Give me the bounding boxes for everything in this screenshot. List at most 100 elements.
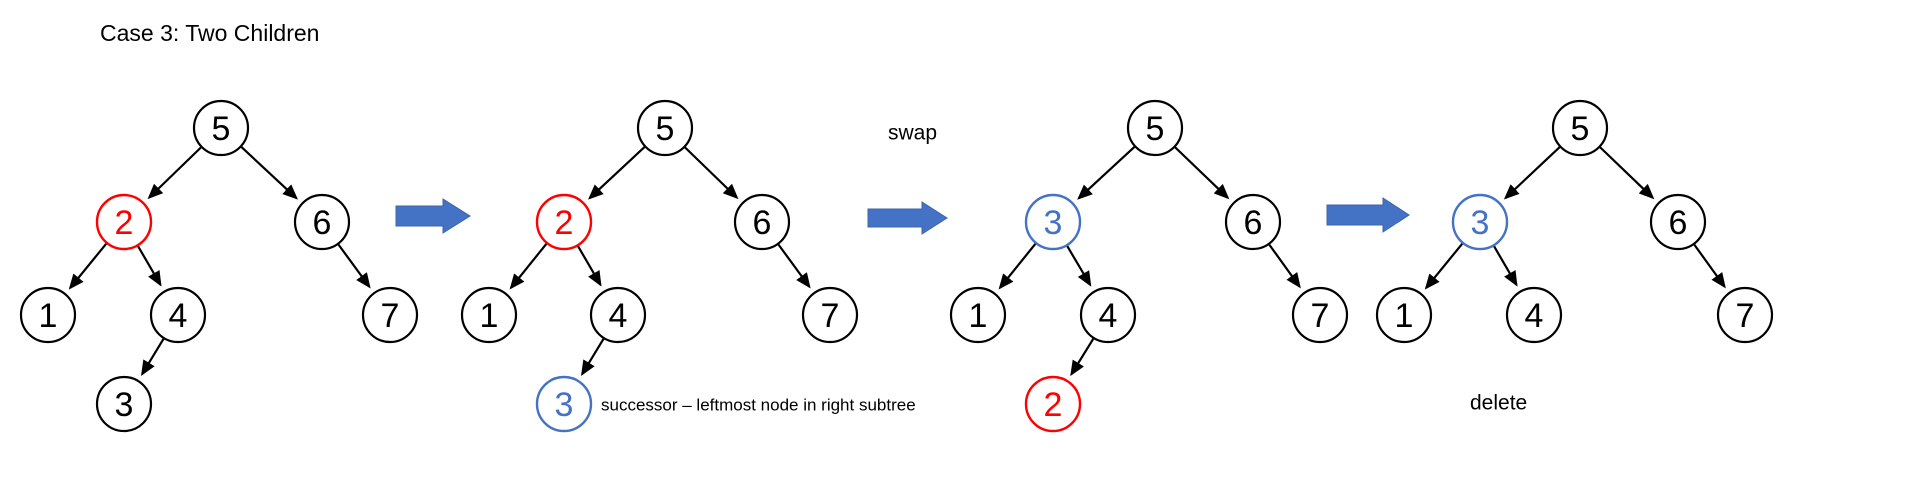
tree-node[interactable]: 3 bbox=[1451, 193, 1509, 251]
node-label: 1 bbox=[969, 297, 988, 335]
node-circle bbox=[535, 193, 593, 251]
tree-node[interactable]: 7 bbox=[1716, 286, 1774, 344]
tree-edge bbox=[581, 338, 605, 376]
tree-node[interactable]: 4 bbox=[589, 286, 647, 344]
node-label: 1 bbox=[480, 297, 499, 335]
node-circle bbox=[192, 99, 250, 157]
tree-node[interactable]: 1 bbox=[949, 286, 1007, 344]
right-arrow-icon bbox=[867, 201, 948, 235]
node-circle bbox=[1224, 193, 1282, 251]
tree-node[interactable]: 5 bbox=[192, 99, 250, 157]
node-label: 5 bbox=[1571, 110, 1590, 148]
tree-edge bbox=[1424, 242, 1464, 290]
node-label: 7 bbox=[1311, 297, 1330, 335]
node-circle bbox=[733, 193, 791, 251]
node-label: 3 bbox=[115, 386, 134, 424]
node-label: 2 bbox=[1044, 386, 1063, 424]
tree-edge bbox=[684, 146, 739, 200]
node-label: 6 bbox=[753, 204, 772, 242]
tree-node[interactable]: 5 bbox=[1126, 99, 1184, 157]
node-circle bbox=[1126, 99, 1184, 157]
tree-edge bbox=[141, 338, 165, 376]
tree-edge bbox=[1693, 244, 1726, 289]
tree-node[interactable]: 1 bbox=[460, 286, 518, 344]
node-circle bbox=[1375, 286, 1433, 344]
tree-edge bbox=[68, 242, 108, 290]
node-label: 4 bbox=[169, 297, 188, 335]
tree-edge bbox=[337, 243, 371, 289]
page-title: Case 3: Two Children bbox=[100, 20, 319, 46]
node-label: 5 bbox=[1146, 110, 1165, 148]
node-label: 4 bbox=[1099, 297, 1118, 335]
tree-node[interactable]: 4 bbox=[1079, 286, 1137, 344]
right-arrow-icon bbox=[1326, 197, 1410, 233]
node-label: 3 bbox=[555, 386, 574, 424]
node-circle bbox=[535, 375, 593, 433]
successor-caption: successor – leftmost node in right subtr… bbox=[601, 396, 916, 415]
node-label: 7 bbox=[381, 297, 400, 335]
arrow-step-2: swap bbox=[867, 122, 948, 235]
node-circle bbox=[19, 286, 77, 344]
swap-label: swap bbox=[888, 122, 937, 145]
node-circle bbox=[1551, 99, 1609, 157]
tree-edge bbox=[1174, 146, 1230, 200]
tree-step-3: 5 3 6 1 4 7 2 bbox=[949, 99, 1349, 433]
tree-node[interactable]: 3 bbox=[535, 375, 593, 433]
tree-node[interactable]: 2 bbox=[535, 193, 593, 251]
tree-node[interactable]: 1 bbox=[19, 286, 77, 344]
node-circle bbox=[361, 286, 419, 344]
tree-node[interactable]: 7 bbox=[801, 286, 859, 344]
tree-node[interactable]: 6 bbox=[293, 193, 351, 251]
node-label: 6 bbox=[1244, 204, 1263, 242]
node-circle bbox=[636, 99, 694, 157]
node-label: 1 bbox=[39, 297, 58, 335]
tree-node[interactable]: 5 bbox=[1551, 99, 1609, 157]
tree-edge bbox=[1268, 244, 1301, 289]
tree-node[interactable]: 7 bbox=[1291, 286, 1349, 344]
delete-caption: delete bbox=[1470, 392, 1527, 415]
tree-edge bbox=[1493, 245, 1518, 287]
node-circle bbox=[589, 286, 647, 344]
node-circle bbox=[1451, 193, 1509, 251]
tree-edge bbox=[1066, 245, 1092, 287]
tree-step-4: 5 3 6 1 4 7 bbox=[1375, 99, 1774, 344]
node-circle bbox=[1505, 286, 1563, 344]
tree-node[interactable]: 1 bbox=[1375, 286, 1433, 344]
tree-node[interactable]: 4 bbox=[1505, 286, 1563, 344]
node-circle bbox=[1649, 193, 1707, 251]
tree-step-1: 52 6 1 4 7 3 bbox=[19, 99, 419, 433]
arrow-step-1 bbox=[395, 198, 471, 234]
node-circle bbox=[95, 375, 153, 433]
tree-node[interactable]: 4 bbox=[149, 286, 207, 344]
tree-step-2: 5 2 6 1 4 7 3 bbox=[460, 99, 859, 433]
node-circle bbox=[949, 286, 1007, 344]
node-circle bbox=[1024, 193, 1082, 251]
node-label: 2 bbox=[555, 204, 574, 242]
tree-edge bbox=[1599, 146, 1655, 200]
tree-node[interactable]: 7 bbox=[361, 286, 419, 344]
tree-node[interactable]: 6 bbox=[733, 193, 791, 251]
node-circle bbox=[293, 193, 351, 251]
tree-edge bbox=[998, 243, 1037, 290]
node-label: 1 bbox=[1395, 297, 1414, 335]
tree-edge bbox=[240, 146, 298, 200]
tree-node[interactable]: 3 bbox=[1024, 193, 1082, 251]
node-label: 5 bbox=[656, 110, 675, 148]
tree-node[interactable]: 2 bbox=[95, 193, 153, 251]
node-label: 3 bbox=[1044, 204, 1063, 242]
tree-edge bbox=[588, 146, 646, 200]
tree-edge bbox=[777, 243, 811, 289]
tree-node[interactable]: 5 bbox=[636, 99, 694, 157]
tree-node[interactable]: 3 bbox=[95, 375, 153, 433]
node-label: 6 bbox=[1669, 204, 1688, 242]
tree-node[interactable]: 6 bbox=[1224, 193, 1282, 251]
tree-node[interactable]: 6 bbox=[1649, 193, 1707, 251]
node-circle bbox=[1079, 286, 1137, 344]
node-circle bbox=[149, 286, 207, 344]
tree-node[interactable]: 2 bbox=[1024, 375, 1082, 433]
tree-edge bbox=[137, 245, 162, 287]
node-label: 7 bbox=[1736, 297, 1755, 335]
node-circle bbox=[1291, 286, 1349, 344]
